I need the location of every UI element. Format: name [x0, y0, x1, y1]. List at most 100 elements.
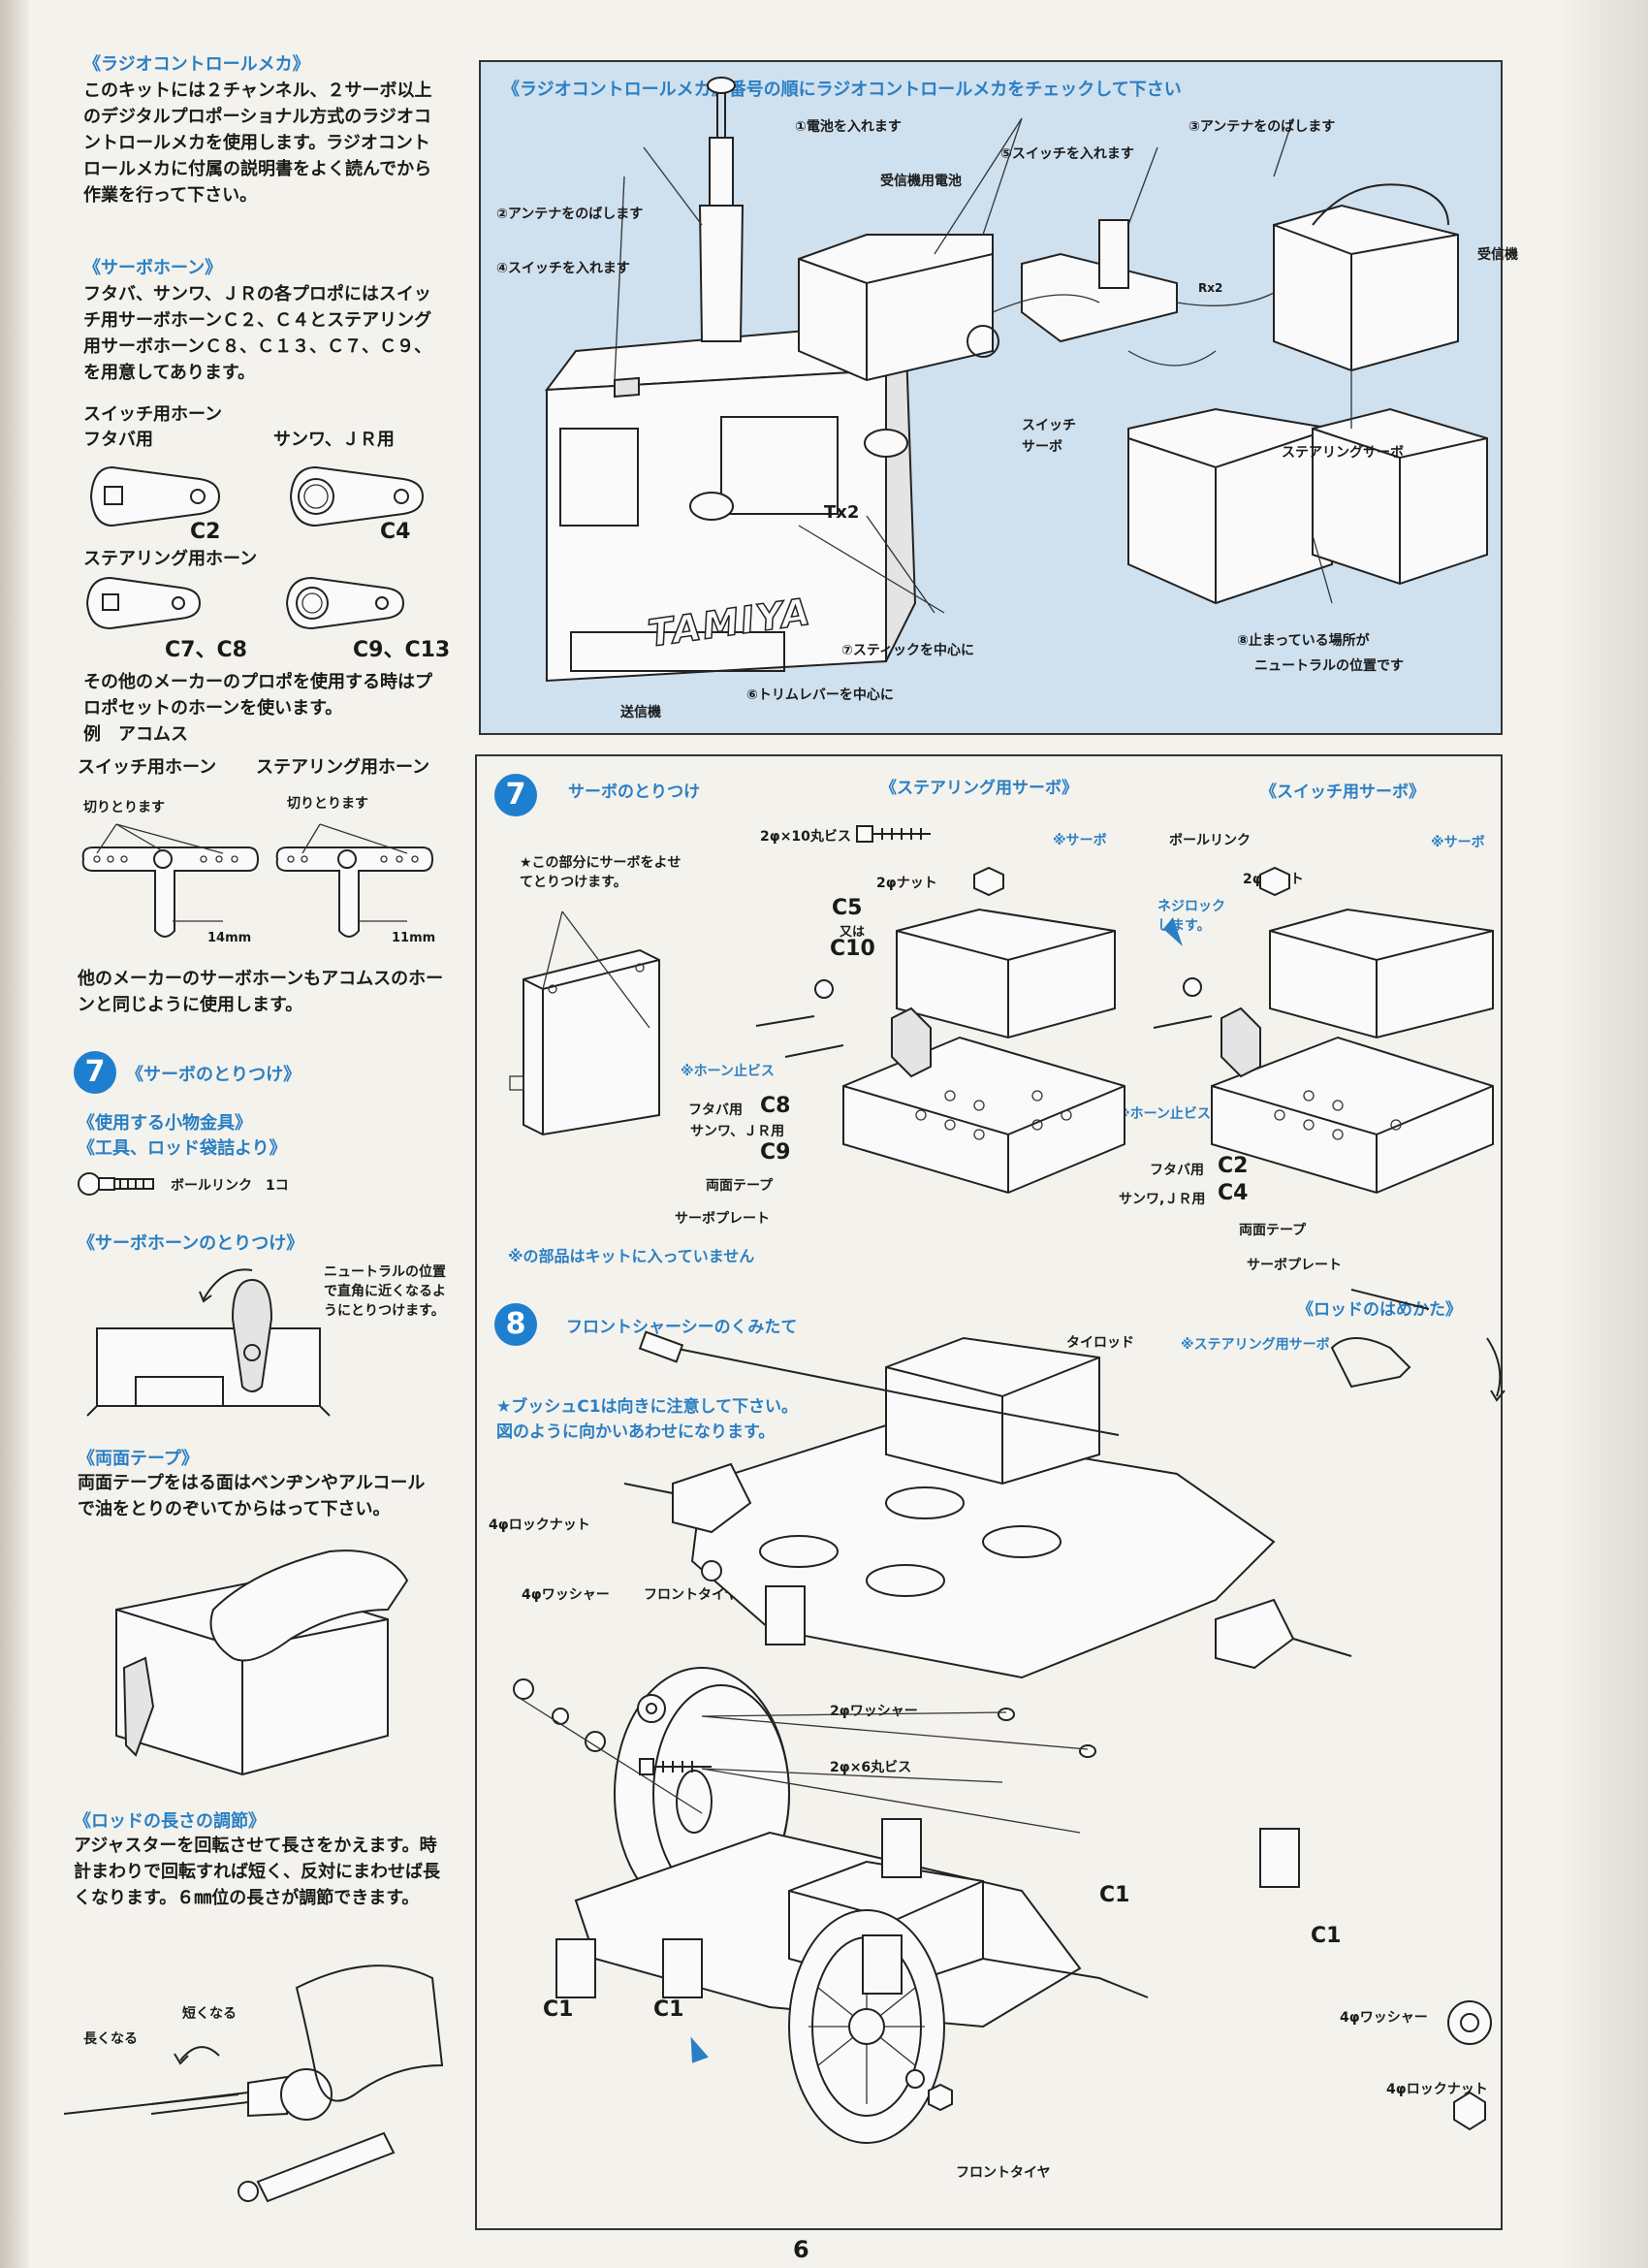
horn-c2-label: C2	[190, 520, 221, 544]
servo-mounting-drawing	[755, 825, 1494, 1195]
page-edge-shadow	[1561, 0, 1648, 2268]
servo-horn-heading: 《サーボホーン》	[83, 258, 223, 278]
dimension-14mm: 14mm	[207, 931, 252, 945]
sanwa-jr-c9-label: サンワ、ＪＲ用	[690, 1124, 785, 1139]
screw-2x6-label: 2φ×6丸ビス	[830, 1760, 912, 1775]
small-parts-source: 《工具、ロッド袋詰より》	[78, 1138, 287, 1159]
part-c10-label: C10	[830, 937, 875, 961]
front-chassis-drawing	[513, 1289, 1505, 2144]
or-label: 又は	[840, 925, 866, 940]
rc-mechanism-text: このキットには２チャンネル、２サーボ以上のデジタルプロポーショナル方式のラジオコ…	[83, 80, 432, 206]
cut-label-1: 切りとります	[83, 800, 165, 815]
steering-horns-drawing	[85, 576, 405, 630]
tie-rod-label: タイロッド	[1066, 1335, 1134, 1351]
step-8-title: フロントシャーシーのくみたて	[566, 1318, 798, 1337]
servo-not-included-label-1: ※サーボ	[1053, 833, 1107, 848]
rc-step-2-label: ②アンテナをのばします	[496, 207, 644, 222]
ball-link-drawing	[78, 1172, 154, 1196]
screw-lock-label-1: ネジロック	[1157, 899, 1225, 914]
bush-note-1: ★ブッシュC1は向きに注意して下さい。	[496, 1397, 799, 1417]
part-c2-label: C2	[1218, 1154, 1249, 1178]
front-tire-label-1: フロントタイヤ	[644, 1587, 739, 1603]
futaba-c2-label: フタバ用	[1150, 1163, 1204, 1178]
switch-servo-label-2: サーボ	[1022, 439, 1062, 455]
rc-mechanism-heading: 《ラジオコントロールメカ》	[83, 54, 310, 75]
switch-servo-title: 《スイッチ用サーボ》	[1260, 783, 1425, 802]
longer-label: 長くなる	[83, 2031, 138, 2047]
step-7-badge: 7	[74, 1051, 116, 1094]
small-parts-heading: 《使用する小物金具》	[78, 1113, 252, 1134]
futaba-label: フタバ用	[83, 430, 153, 450]
acoms-steering-horn-label: ステアリング用ホーン	[256, 757, 430, 778]
rc-step-4-label: ④スイッチを入れます	[496, 261, 630, 276]
rc-step-8-label-b: ニュートラルの位置です	[1254, 658, 1404, 674]
lock-nut-label-1: 4φロックナット	[489, 1517, 590, 1533]
other-horn-text: 他のメーカーのサーボホーンもアコムスのホーンと同じように使用します。	[78, 969, 444, 1015]
steering-servo-note-label: ※ステアリング用サーボ	[1181, 1337, 1330, 1353]
servo-plate-label-2: サーボプレート	[1247, 1258, 1342, 1273]
transmitter-label: 送信機	[620, 705, 661, 720]
horn-c7c8-label: C7、C8	[165, 638, 247, 662]
tape-cleaning-drawing	[115, 1549, 409, 1776]
bush-c1-label-d: C1	[653, 1997, 684, 2022]
step-8-badge: 8	[494, 1303, 537, 1346]
double-tape-label-1: 両面テープ	[706, 1178, 774, 1194]
rod-fitting-title: 《ロッドのはめかた》	[1297, 1300, 1462, 1320]
washer-4-label-1: 4φワッシャー	[522, 1587, 610, 1603]
other-maker-text: その他のメーカーのプロポを使用する時はプロポセットのホーンを使います。	[83, 672, 432, 719]
steering-servo-title: 《ステアリング用サーボ》	[880, 779, 1078, 798]
bush-c1-label-c: C1	[543, 1997, 574, 2022]
horn-attach-drawing	[86, 1268, 331, 1417]
rc-step-8-label-a: ⑧止まっている場所が	[1237, 633, 1370, 649]
servo-position-note: ★この部分にサーボをよせてとりつけます。	[520, 855, 681, 890]
washer-4-label-2: 4φワッシャー	[1340, 2010, 1428, 2026]
rc-step-7-label: ⑦スティックを中心に	[841, 643, 975, 658]
rc-check-title: 《ラジオコントロールメカ》番号の順にラジオコントロールメカをチェックして下さい	[502, 80, 1182, 100]
servo-plate-label-1: サーボプレート	[675, 1211, 770, 1227]
ball-link-label: ボールリンク	[1169, 833, 1251, 848]
rc-step-6-label: ⑥トリムレバーを中心に	[746, 687, 894, 703]
rod-length-heading: 《ロッドの長さの調節》	[74, 1811, 266, 1832]
rc-mechanism-drawing	[544, 77, 1488, 683]
dimension-11mm: 11mm	[392, 931, 436, 945]
bush-c1-label-b: C1	[1311, 1924, 1342, 1948]
page-binding-shadow	[0, 0, 29, 2268]
tape-heading: 《両面テープ》	[78, 1449, 199, 1469]
horn-screw-label-2: ※ホーン止ビス	[1117, 1106, 1211, 1122]
example-acoms: 例 アコムス	[83, 724, 188, 745]
horn-c9c13-label: C9、C13	[353, 638, 451, 662]
bush-c1-label-a: C1	[1099, 1883, 1130, 1907]
steering-servo-label: ステアリングサーボ	[1282, 445, 1404, 461]
front-tire-label-2: フロントタイヤ	[956, 2165, 1051, 2181]
part-c8-label: C8	[760, 1094, 791, 1118]
rod-length-text: アジャスターを回転させて長さをかえます。時計まわりで回転すれば短く、反対にまわせ…	[74, 1836, 440, 1908]
switch-servo-label-1: スイッチ	[1022, 418, 1076, 433]
washer-2-label: 2φワッシャー	[830, 1704, 918, 1719]
tape-text: 両面テープをはる面はベンヂンやアルコールで油をとりのぞいてからはって下さい。	[78, 1473, 426, 1519]
receiver-label: 受信機	[1477, 247, 1518, 263]
acoms-switch-horn-label: スイッチ用ホーン	[78, 757, 217, 778]
tx2-marking: Tx2	[824, 502, 860, 523]
futaba-c8-label: フタバ用	[688, 1102, 743, 1118]
sanwa-jr-label: サンワ、ＪＲ用	[273, 430, 395, 450]
servo-plate-detail-drawing	[509, 910, 660, 1136]
horn-attach-heading: 《サーボホーンのとりつけ》	[78, 1233, 304, 1254]
part-c4-label: C4	[1218, 1181, 1249, 1205]
step-7-heading-left: 《サーボのとりつけ》	[126, 1065, 301, 1085]
nut-label-1: 2φナット	[876, 876, 937, 891]
servo-not-included-label-2: ※サーボ	[1431, 835, 1485, 850]
horn-c4-label: C4	[380, 520, 411, 544]
receiver-battery-label: 受信機用電池	[880, 174, 962, 189]
lock-nut-label-2: 4φロックナット	[1386, 2082, 1488, 2097]
assembly-panel	[475, 754, 1503, 2230]
page-number: 6	[793, 2236, 809, 2263]
horn-screw-label-1: ※ホーン止ビス	[681, 1064, 775, 1079]
neutral-note: ニュートラルの位置で直角に近くなるようにとりつけます。	[324, 1264, 446, 1319]
rc-step-1-label: ①電池を入れます	[795, 119, 902, 135]
step-7-main-badge: 7	[494, 774, 537, 816]
rx2-marking: Rx2	[1198, 281, 1223, 295]
shorter-label: 短くなる	[182, 2006, 237, 2022]
rc-step-3-label: ③アンテナをのばします	[1188, 119, 1336, 135]
switch-horn-label: スイッチ用ホーン	[83, 404, 223, 425]
step-7-main-title: サーボのとりつけ	[568, 783, 701, 802]
